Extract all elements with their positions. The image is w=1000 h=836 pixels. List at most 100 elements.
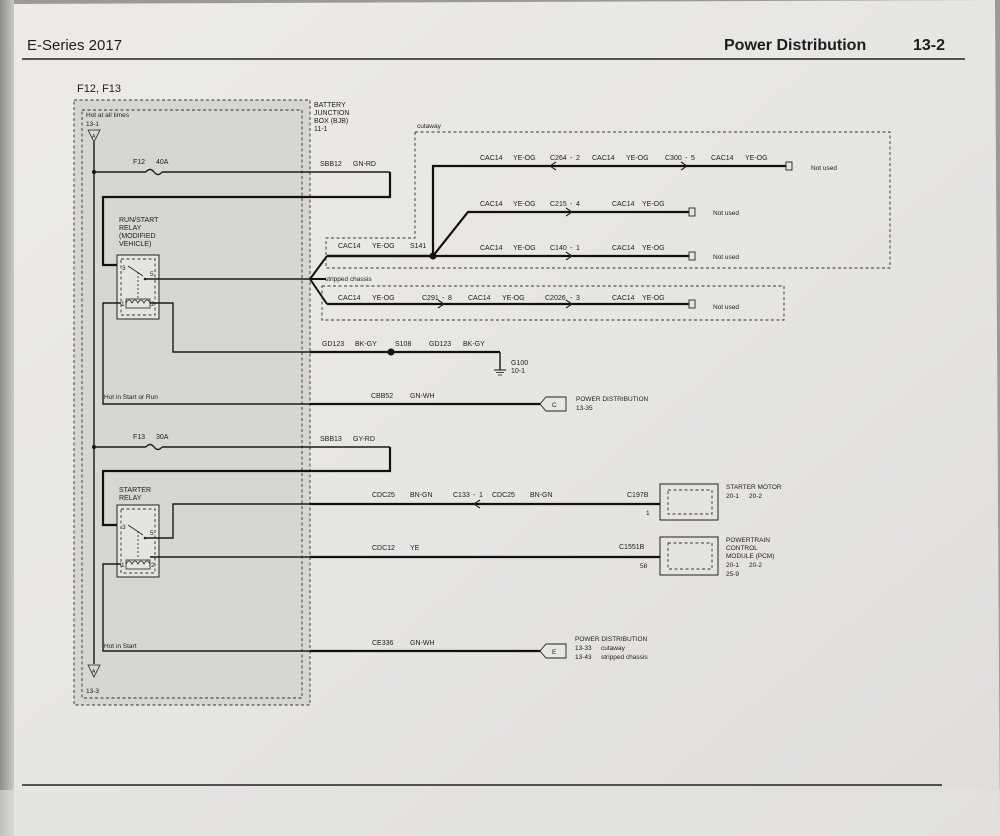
pd-c-ref: 13-35 [576,405,593,412]
connector-a-top-marker [87,129,101,143]
c140-label: C140 [550,245,567,252]
r1-color-c: YE-OG [745,155,768,162]
ce336-circuit: CE336 [372,640,394,647]
c291-pin: 8 [448,295,452,302]
gd123-b: GD123 [429,341,451,348]
header-series: E-Series 2017 [27,37,122,54]
r1-color-a: YE-OG [513,155,536,162]
pd-e-ref-2: 13-43 [575,654,592,661]
c197b-pin: 1 [646,510,650,517]
c264-pin-sep: - [570,155,573,162]
c215-label: C215 [550,201,567,208]
f13-rating: 30A [156,434,169,441]
c300-connector-symbol [680,161,688,171]
r2-endcap [688,207,696,217]
r1-color-b: YE-OG [626,155,649,162]
c2026-pin: 3 [576,295,580,302]
conn-a-bottom: A [92,669,96,675]
r3-circuit-a: CAC14 [480,245,503,252]
c133-pin: 1 [479,492,483,499]
starter-relay-1: STARTER [119,487,151,494]
r2-not-used: Not used [713,210,739,217]
s108-splice [387,348,395,356]
r4-color-b: YE-OG [502,295,525,302]
c291-label: C291 [422,295,439,302]
run-pin5: 5 [150,271,154,278]
fuse-label: F12, F13 [77,83,121,95]
c2026-label: C2026 [545,295,566,302]
c300-label: C300 [665,155,682,162]
hot-in-start-label: Hot in Start [104,643,137,650]
c140-connector-symbol [565,251,573,261]
bkgy-b: BK-GY [463,341,485,348]
pcm-ref-1: 20-1 [726,562,739,569]
f12-name: F12 [133,159,145,166]
c264-pin: 2 [576,155,580,162]
r3-endcap [688,251,696,261]
c215-pin-sep: - [570,201,573,208]
sbb12-loop [101,172,392,267]
pcm-label-2: CONTROL [726,545,758,552]
bjb-label-3: BOX (BJB) [314,118,348,125]
st-pin2: 2 [151,562,155,569]
c291-connector-symbol [437,299,445,309]
sm-ref-1: 20-1 [726,493,739,500]
c2026-pin-sep: - [570,295,573,302]
r1-circuit-a: CAC14 [480,155,503,162]
c1551b-pin: 58 [640,563,648,570]
starter-relay-2: RELAY [119,495,142,502]
run-pin3: 3 [122,265,126,272]
header-page-number: 13-2 [913,37,945,54]
ref-bottom: 13-3 [86,688,99,695]
r3-color-b: YE-OG [642,245,665,252]
bjb-box [73,99,311,706]
bjb-label-2: JUNCTION [314,110,349,117]
r1-circuit-c: CAC14 [711,155,734,162]
pcm-label-1: POWERTRAIN [726,537,770,544]
f13-fuse-symbol [145,443,163,451]
f13-name: F13 [133,434,145,441]
bngn-b: BN-GN [530,492,553,499]
sbb13-circuit: SBB13 [320,436,342,443]
r4-color-c: YE-OG [642,295,665,302]
r2-color-b: YE-OG [642,201,665,208]
pcm-ref-3: 25-9 [726,571,739,578]
r4-circuit-c: CAC14 [612,295,635,302]
conn-c-label: C [552,402,557,409]
c215-pin: 4 [576,201,580,208]
sbb13-color: GY-RD [353,436,375,443]
sbb13-loop [101,447,392,527]
r4-circuit-b: CAC14 [468,295,491,302]
r2-circuit-b: CAC14 [612,201,635,208]
r3-not-used: Not used [713,254,739,261]
g100-label: G100 [511,360,528,367]
st-pin1: 1 [121,562,125,569]
c140-pin: 1 [576,245,580,252]
c140-pin-sep: - [570,245,573,252]
bjb-label-1: BATTERY [314,102,346,109]
run-pin1: 1 [121,301,125,308]
cdc25-b: CDC25 [492,492,515,499]
cbb52-circuit: CBB52 [371,393,393,400]
f12-fuse-symbol [145,168,163,176]
gd123-a: GD123 [322,341,344,348]
conn-e-label: E [552,649,557,656]
binding-edge [0,0,14,836]
pcm-label-3: MODULE (PCM) [726,553,774,560]
starter-relay-coil [125,560,151,565]
s141-label: S141 [410,243,426,250]
st-pin5: 5 [150,530,154,537]
c215-connector-symbol [565,207,573,217]
r1-endcap [785,161,793,171]
c133-label: C133 [453,492,470,499]
c1551b-label: C1551B [619,544,645,551]
bkgy-a: BK-GY [355,341,377,348]
run-relay-3: (MODIFIED [119,233,156,240]
bngn-a: BN-GN [410,492,433,499]
c2026-connector-symbol [565,299,573,309]
hot-all-times-label: Hot at all times [86,112,130,119]
run-relay-4: VEHICLE) [119,241,151,248]
r3-circuit-b: CAC14 [612,245,635,252]
